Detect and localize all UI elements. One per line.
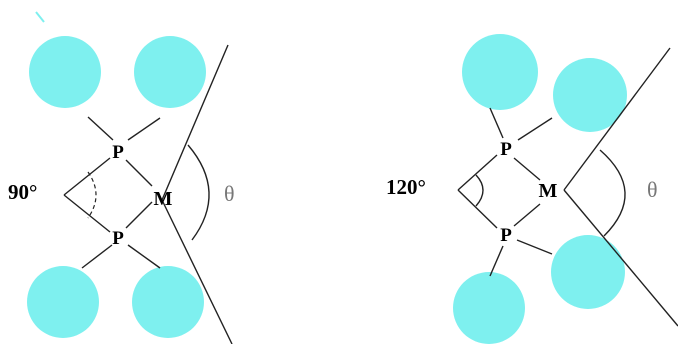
left-theta-label: θ [224, 181, 235, 206]
left-p-top-label: P [112, 142, 124, 163]
left-bond-pbot-b [127, 244, 161, 269]
right-bond-pbot-m [513, 203, 541, 227]
left-p-bottom-label: P [112, 228, 124, 249]
right-bond-ptop-b [517, 117, 553, 141]
left-angle-arc [87, 171, 97, 219]
left-atom-bottom-right [132, 266, 204, 338]
left-bond-ptop-a [87, 116, 114, 141]
right-angle-label: 120° [386, 175, 426, 199]
right-bond-pbot-a [516, 239, 553, 255]
left-bond-ptop-b [127, 117, 161, 141]
right-bond-ptop-m [513, 157, 541, 181]
left-atom-top-right [134, 36, 206, 108]
right-angle-line-bottom [457, 189, 498, 229]
right-bond-ptop-a [489, 107, 504, 139]
left-cone-line-upper [161, 44, 229, 201]
left-panel: P P M 90° θ [8, 36, 235, 344]
right-theta-arc [599, 149, 626, 237]
right-cone-line-lower [563, 189, 678, 327]
stray-mark [35, 11, 45, 23]
right-theta-label: θ [647, 177, 658, 202]
right-p-top-label: P [500, 139, 512, 160]
right-atom-bottom-right [551, 235, 625, 309]
left-theta-arc [187, 144, 210, 241]
left-bond-pbot-m [125, 201, 153, 229]
left-bond-pbot-a [81, 244, 113, 269]
right-panel: P P M 120° θ [386, 34, 678, 344]
right-bond-pbot-b [489, 245, 504, 277]
left-cone-line-lower [161, 199, 233, 344]
right-p-bottom-label: P [500, 225, 512, 246]
left-bond-ptop-m [125, 159, 153, 187]
right-angle-arc [475, 174, 484, 207]
left-angle-line-bottom [63, 194, 111, 233]
right-cone-line-upper [563, 47, 671, 191]
right-atom-bottom-left [453, 272, 525, 344]
left-atom-top-left [29, 36, 101, 108]
left-angle-label: 90° [8, 180, 37, 204]
right-metal-label: M [539, 180, 558, 202]
left-metal-label: M [154, 188, 173, 210]
right-atom-top-right [553, 58, 627, 132]
right-atom-top-left [462, 34, 538, 110]
right-angle-line-top [457, 154, 498, 191]
left-atom-bottom-left [27, 266, 99, 338]
left-angle-line-top [63, 157, 111, 196]
